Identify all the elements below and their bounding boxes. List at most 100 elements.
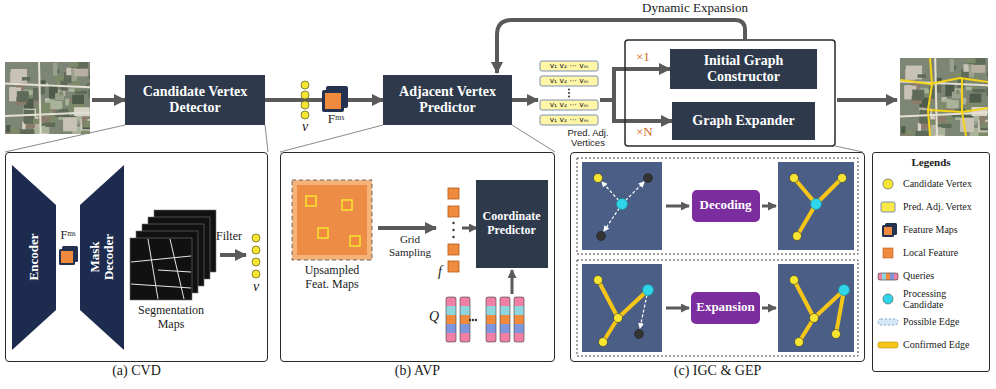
aerial-texture <box>973 89 987 92</box>
aerial-texture <box>978 132 988 136</box>
node-label: Coordinate Predictor <box>479 210 545 238</box>
legend-row: Pred. Adj. Vertex <box>877 195 985 218</box>
query-outline <box>500 297 510 342</box>
legend-sample <box>877 269 899 283</box>
trapezoid-shape <box>80 165 124 350</box>
aerial-texture <box>42 126 46 134</box>
query-block <box>514 333 524 342</box>
leader-line <box>5 125 268 152</box>
input-aerial-image <box>5 62 90 134</box>
output-aerial-image <box>900 58 988 136</box>
query-block <box>500 324 510 333</box>
expansion-after <box>836 290 844 334</box>
query-block <box>446 306 456 315</box>
aerial-texture <box>17 91 29 102</box>
query-block <box>486 333 496 342</box>
decoding-before <box>594 174 603 183</box>
flow-arrow <box>378 226 436 230</box>
node-label: Initial Graph Constructor <box>673 53 814 85</box>
step-label: Grid Sampling <box>383 233 437 258</box>
decoding-after <box>794 178 842 236</box>
query-block <box>446 324 456 333</box>
feature-map-icon <box>59 246 78 265</box>
upsampled-feature-map <box>292 180 372 260</box>
repeat-count: ×1 <box>636 50 662 65</box>
flow-arrow <box>92 98 125 102</box>
aerial-texture <box>22 77 30 80</box>
ellipsis-dot <box>469 319 471 321</box>
module-box: Initial Graph Constructor <box>670 49 817 89</box>
aerial-texture <box>89 75 90 79</box>
feature-symbol: Fᵐˢ <box>320 112 352 127</box>
vertex-row: v₁ v₂ ⋯ vₘ <box>540 115 598 125</box>
node-label: Mask Decoder <box>87 222 116 292</box>
feature-map-icon <box>322 90 344 112</box>
segmentation-maps <box>148 239 158 299</box>
legend-sample <box>883 294 893 304</box>
legend-sample <box>878 273 882 280</box>
segmentation-maps <box>131 239 191 299</box>
legend-row: Confirmed Edge <box>877 333 985 356</box>
panel-caption: (a) CVD <box>6 363 267 379</box>
vertex-stack-cells <box>540 61 598 125</box>
aerial-texture <box>24 110 35 124</box>
module-box: Graph Expander <box>672 102 815 140</box>
aerial-texture <box>956 90 959 94</box>
legend-sample <box>883 179 893 189</box>
vertex-row: v₁ v₂ ⋯ vₘ <box>540 61 598 71</box>
aerial-texture <box>72 95 84 104</box>
expansion-before <box>599 338 608 347</box>
aerial-texture <box>66 68 71 76</box>
segmentation-maps <box>130 238 192 300</box>
loop-label: Dynamic Expansion <box>628 1 762 16</box>
candidate-dots <box>301 81 309 89</box>
candidate-dots <box>252 234 260 242</box>
aerial-texture <box>971 65 985 73</box>
aerial-texture <box>83 121 90 128</box>
expansion-after <box>790 276 799 285</box>
query-columns <box>446 297 524 342</box>
legend-row: Queries <box>877 264 985 287</box>
expansion-after <box>794 280 844 342</box>
legend-text: Confirmed Edge <box>903 339 985 350</box>
query-block <box>500 306 510 315</box>
legend-row: Local Feature <box>877 241 985 264</box>
aerial-texture <box>901 135 912 136</box>
legend-sample <box>877 292 899 306</box>
aerial-texture <box>970 94 982 103</box>
upsampled-feature-map <box>306 196 316 206</box>
feature-map-icon <box>325 93 341 109</box>
ellipsis-dot <box>475 319 477 321</box>
decoding-after <box>838 174 847 183</box>
map-caption: Segmentation Maps <box>125 304 217 332</box>
candidate-dots <box>301 111 309 119</box>
legend-sample <box>877 338 899 352</box>
flow-arrow <box>762 307 776 310</box>
query-block <box>446 297 456 306</box>
segmentation-maps <box>170 239 184 299</box>
legend-row: Processing Candidate <box>877 287 985 310</box>
output-aerial-image <box>962 78 966 136</box>
flow-arrow <box>512 98 538 102</box>
map-caption: Upsampled Feat. Maps <box>293 264 371 292</box>
legend-text: Possible Edge <box>903 316 985 327</box>
decoding-after <box>811 199 822 210</box>
step-box: Decoding <box>692 190 760 222</box>
feature-map-icon <box>61 251 73 263</box>
step-label: Filter <box>216 230 248 244</box>
aerial-texture <box>81 131 90 134</box>
expansion-after <box>810 314 819 323</box>
query-block <box>500 315 510 324</box>
expansion-after <box>778 264 854 352</box>
node-label: Candidate Vertex Detector <box>128 84 262 116</box>
vertex-stack-cells <box>540 76 598 86</box>
input-aerial-image <box>5 62 102 145</box>
legend-sample <box>890 273 894 280</box>
vertex-stack-cells <box>568 96 570 98</box>
encoder-trapezoid: Encoder <box>12 165 56 350</box>
vertex-row: v₁ v₂ ⋯ vₘ <box>540 76 598 86</box>
node-label: Adjacent Vertex Predictor <box>386 84 509 116</box>
legend-sample <box>882 225 894 237</box>
local-features <box>448 261 459 272</box>
